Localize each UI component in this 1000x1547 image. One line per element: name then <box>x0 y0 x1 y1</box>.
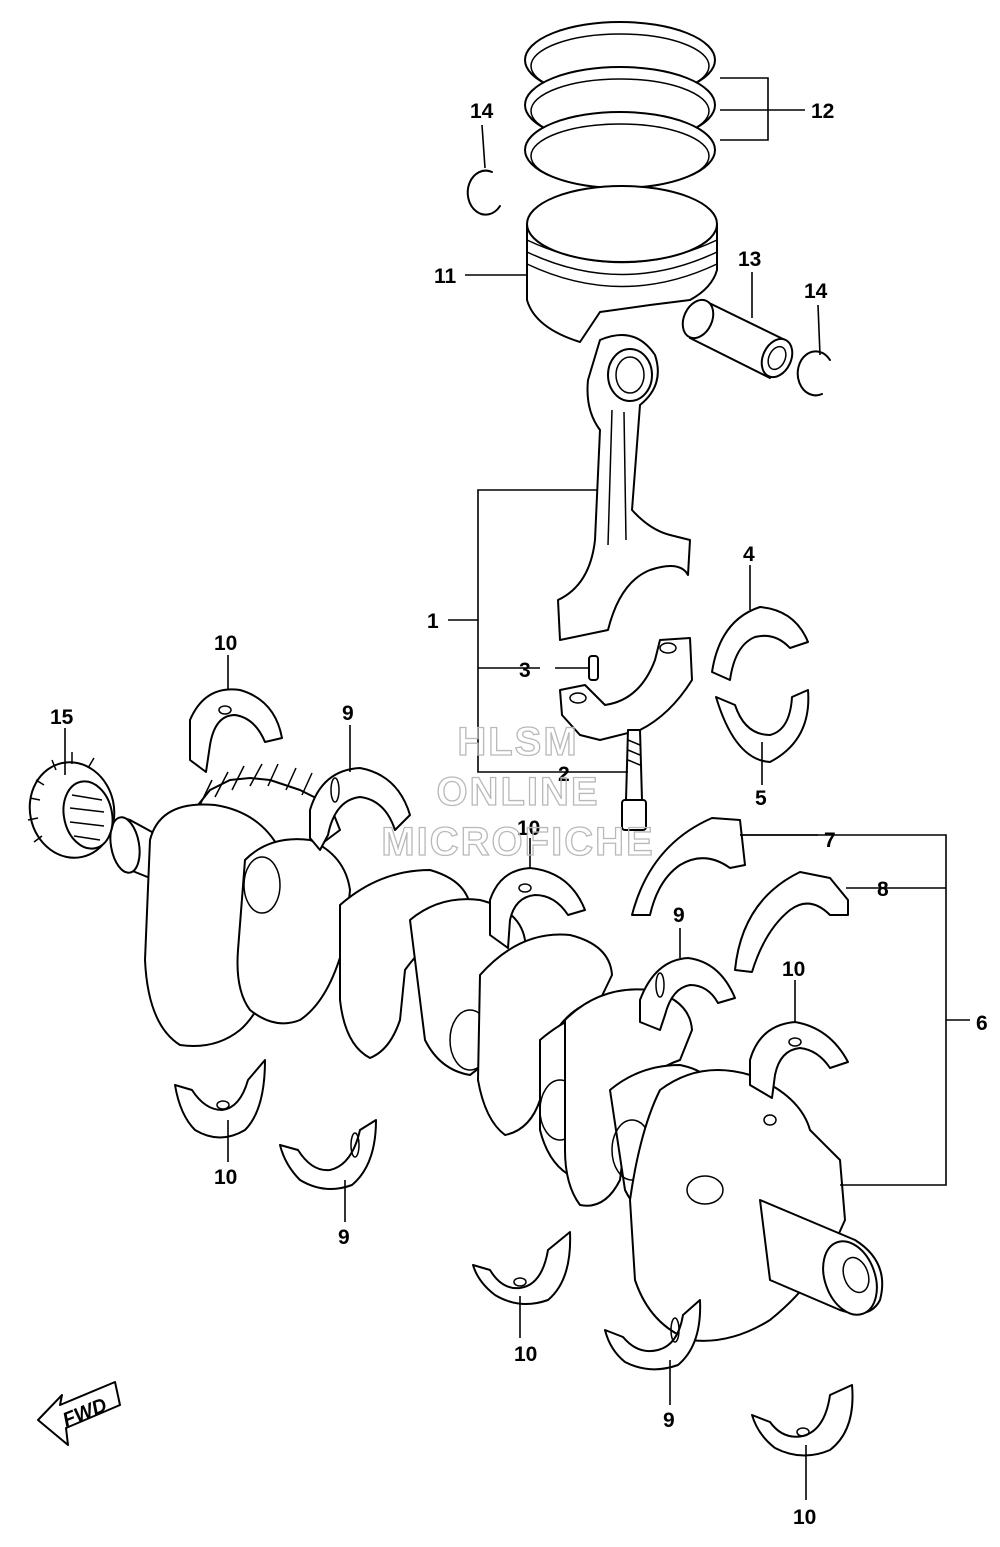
piston-rings <box>524 21 716 189</box>
callout-6: 6 <box>976 1012 988 1035</box>
conrod-bearings <box>711 606 810 763</box>
callout-9: 9 <box>338 1226 350 1249</box>
callout-13: 13 <box>738 248 761 271</box>
callout-7: 7 <box>824 829 836 852</box>
callout-4: 4 <box>743 543 755 566</box>
crank-gear <box>27 752 116 859</box>
watermark-line-2: ONLINE <box>436 770 599 814</box>
callout-10: 10 <box>214 1166 237 1189</box>
callout-10: 10 <box>793 1506 816 1529</box>
watermark-line-3: MICROFICHE <box>381 820 654 864</box>
thrust-bearings <box>631 817 849 973</box>
callout-2: 2 <box>558 763 570 786</box>
conrod-bolt <box>621 729 647 831</box>
callout-1: 1 <box>427 610 439 633</box>
callout-3: 3 <box>519 659 531 682</box>
callout-15: 15 <box>50 706 74 729</box>
circlips <box>466 169 831 397</box>
callout-10: 10 <box>214 632 237 655</box>
crankshaft <box>109 763 884 1342</box>
dowel-pin <box>588 655 599 681</box>
connecting-rod <box>557 334 693 741</box>
main-bearings <box>174 688 854 1457</box>
callout-8: 8 <box>877 878 889 901</box>
watermark: HLSM ONLINE MICROFICHE <box>381 719 654 864</box>
callout-10: 10 <box>514 1343 537 1366</box>
callout-9: 9 <box>663 1409 675 1432</box>
piston-pin <box>681 298 794 379</box>
leader-lines <box>64 77 970 1500</box>
callout-9: 9 <box>673 904 685 927</box>
fwd-direction-marker: FWD <box>37 1381 121 1446</box>
callout-5: 5 <box>755 787 767 810</box>
callout-14: 14 <box>804 280 828 303</box>
callout-11: 11 <box>434 265 457 288</box>
callout-9: 9 <box>342 702 354 725</box>
callout-12: 12 <box>811 100 834 123</box>
callout-labels: 12 14 11 13 14 1 3 2 4 5 7 8 6 10 15 9 1… <box>50 100 988 1529</box>
callout-10: 10 <box>517 817 540 840</box>
piston <box>526 185 718 343</box>
callout-14: 14 <box>470 100 494 123</box>
watermark-line-1: HLSM <box>457 720 578 764</box>
callout-10: 10 <box>782 958 805 981</box>
